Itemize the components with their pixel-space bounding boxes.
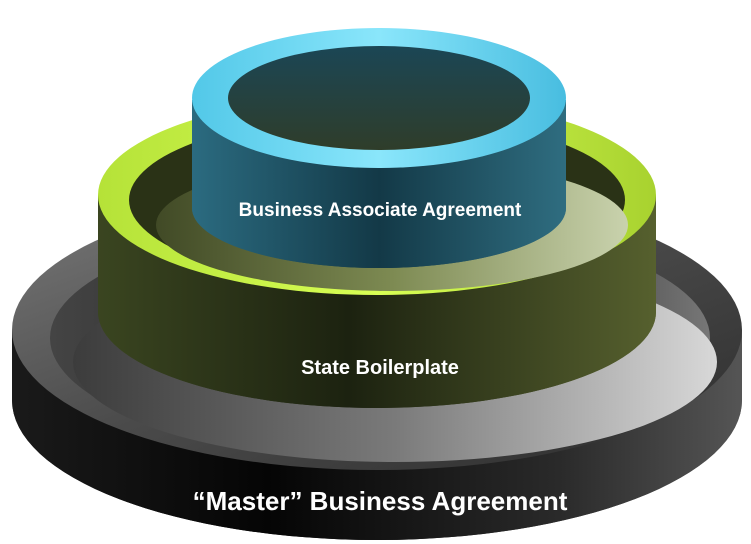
inner-ring-bottom [192, 148, 566, 268]
inner-ring-label: Business Associate Agreement [239, 200, 522, 221]
outer-ring-label: “Master” Business Agreement [193, 486, 568, 516]
middle-ring-label: State Boilerplate [301, 357, 459, 379]
inner-ring-opening [228, 46, 530, 150]
inner-ring [192, 28, 566, 268]
